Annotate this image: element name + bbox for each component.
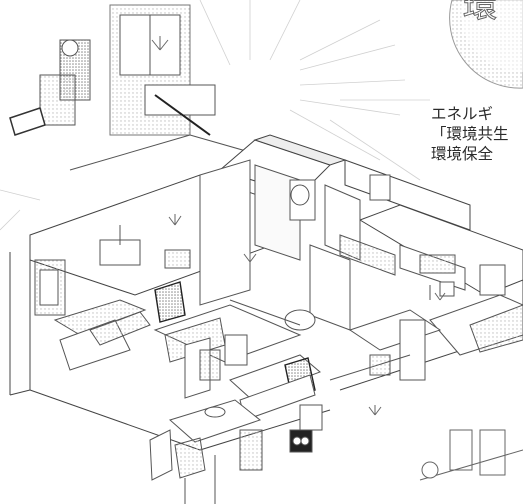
dining-area xyxy=(149,399,263,504)
plants xyxy=(151,36,446,416)
living-room-back xyxy=(9,4,261,171)
kitchen xyxy=(153,304,323,453)
heading-text: 環 xyxy=(463,0,498,27)
radiating-lines xyxy=(0,0,430,231)
bedroom-right xyxy=(399,244,523,356)
body-line-3: 環境保全 xyxy=(431,145,494,163)
body-line-1: エネルギ xyxy=(431,105,494,123)
entrance xyxy=(419,429,523,481)
body-line-2: 「環境共生 xyxy=(431,125,509,143)
bathroom xyxy=(329,309,442,381)
living-room xyxy=(34,225,191,371)
partition-walls xyxy=(199,159,396,331)
